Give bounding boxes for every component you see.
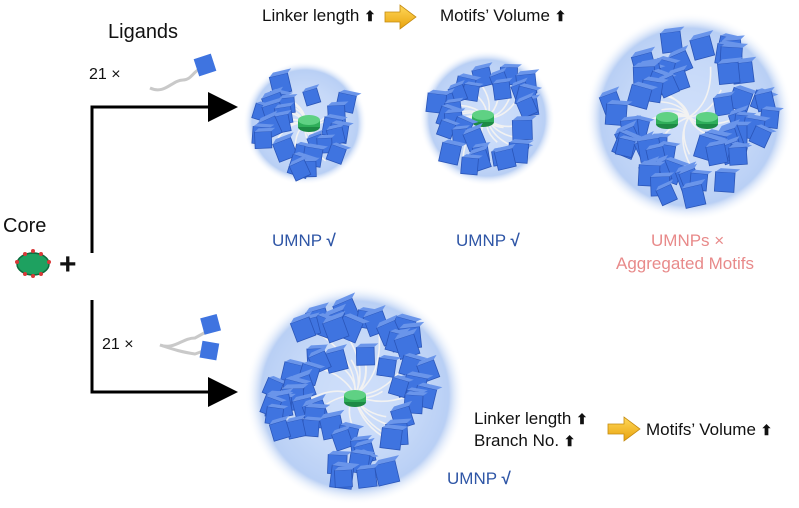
ligand-count-top: 21 × bbox=[89, 66, 121, 83]
bottom-motifs-volume: Motifs’ Volume ⬆ bbox=[646, 420, 773, 439]
umnps-aggregated-label-1: UMNPs × bbox=[651, 231, 725, 250]
umnp-particle-aggregated bbox=[585, 13, 793, 221]
ligand-icon-branched bbox=[159, 313, 222, 361]
plus-sign: + bbox=[59, 248, 77, 281]
ligands-title: Ligands bbox=[108, 21, 179, 43]
yellow-arrow-top bbox=[384, 4, 417, 30]
umnps-aggregated-label-2: Aggregated Motifs bbox=[616, 254, 754, 273]
core-icon bbox=[15, 249, 51, 278]
bottom-linker-length: Linker length ⬆ bbox=[474, 409, 588, 428]
umnp-particle-small bbox=[243, 61, 367, 185]
header-motifs-volume: Motifs’ Volume ⬆ bbox=[440, 6, 567, 25]
umnp-label-1: UMNP √ bbox=[272, 231, 336, 250]
ligand-icon-linear bbox=[149, 53, 217, 92]
branch-arrows bbox=[90, 92, 238, 407]
ligand-count-bottom: 21 × bbox=[102, 336, 134, 353]
umnp-label-bottom: UMNP √ bbox=[447, 469, 511, 488]
umnp-particle-medium bbox=[419, 50, 555, 186]
header-linker-length: Linker length ⬆ bbox=[262, 6, 376, 25]
umnp-particle-branched bbox=[245, 285, 465, 505]
umnp-label-2: UMNP √ bbox=[456, 231, 520, 250]
core-label: Core bbox=[3, 215, 47, 237]
bottom-branch-no: Branch No. ⬆ bbox=[474, 431, 576, 450]
yellow-arrow-bottom bbox=[607, 416, 641, 442]
